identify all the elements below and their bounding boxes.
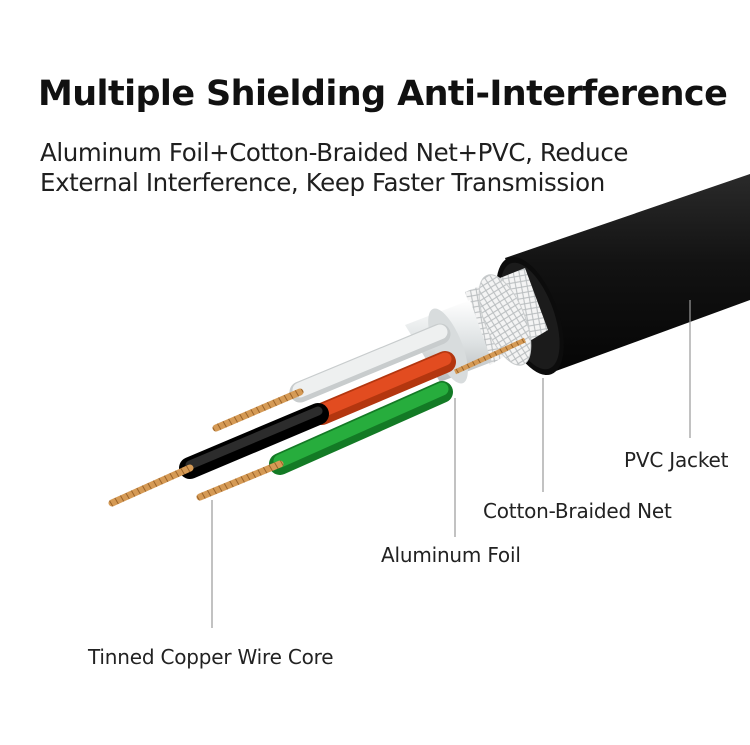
subtitle-line-1: Aluminum Foil+Cotton-Braided Net+PVC, Re… xyxy=(40,138,629,167)
page-title: Multiple Shielding Anti-Interference xyxy=(38,74,728,114)
label-cotton-braided-net: Cotton-Braided Net xyxy=(483,499,672,523)
drain-wire-strand xyxy=(453,337,527,375)
black-wire xyxy=(108,403,329,507)
label-tinned-copper-wire-core: Tinned Copper Wire Core xyxy=(88,645,334,669)
subtitle: Aluminum Foil+Cotton-Braided Net+PVC, Re… xyxy=(40,138,628,198)
label-pvc-jacket: PVC Jacket xyxy=(624,448,729,472)
subtitle-line-2: External Interference, Keep Faster Trans… xyxy=(40,168,605,197)
white-wire xyxy=(212,323,451,432)
label-aluminum-foil: Aluminum Foil xyxy=(381,543,521,567)
green-wire xyxy=(196,381,453,501)
